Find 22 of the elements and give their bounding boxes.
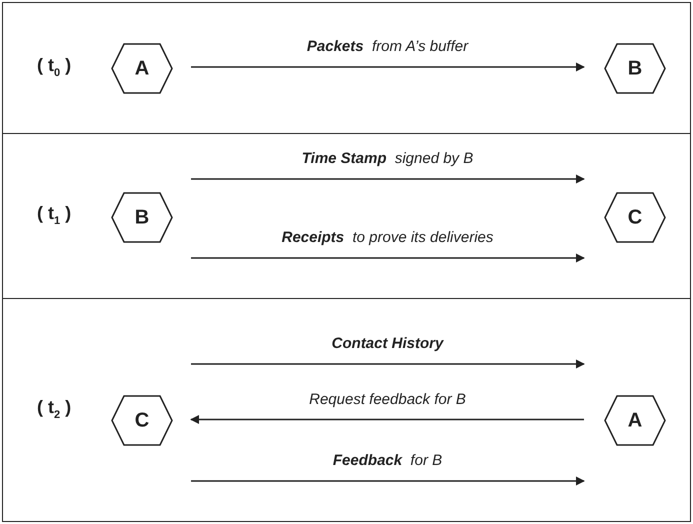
time-step-panel xyxy=(2,298,691,522)
node-label: B xyxy=(134,206,150,229)
arrow xyxy=(191,476,585,486)
edge-label: Request feedback for B xyxy=(307,390,468,408)
arrow xyxy=(190,415,584,424)
node-label: C xyxy=(626,206,644,229)
time-step-label: ( t$_{2}$ ) xyxy=(37,397,72,421)
time-step-panel xyxy=(2,2,691,134)
edge-label: Receipts to prove its deliveries xyxy=(280,229,496,246)
node-label: A xyxy=(134,57,150,80)
arrow xyxy=(191,62,585,72)
arrow xyxy=(191,254,585,262)
edge-label: Time Stamp signed by B xyxy=(300,150,476,167)
time-step-panel xyxy=(2,133,691,299)
edge-label: Contact History xyxy=(330,335,446,352)
node-label: C xyxy=(134,409,150,432)
arrow xyxy=(191,360,585,368)
time-step-label: ( t$_{1}$ ) xyxy=(37,203,72,227)
arrow xyxy=(191,174,585,184)
node-label: A xyxy=(626,409,644,432)
node-label: B xyxy=(626,57,644,80)
time-step-label: ( t$_{0}$ ) xyxy=(37,55,72,79)
